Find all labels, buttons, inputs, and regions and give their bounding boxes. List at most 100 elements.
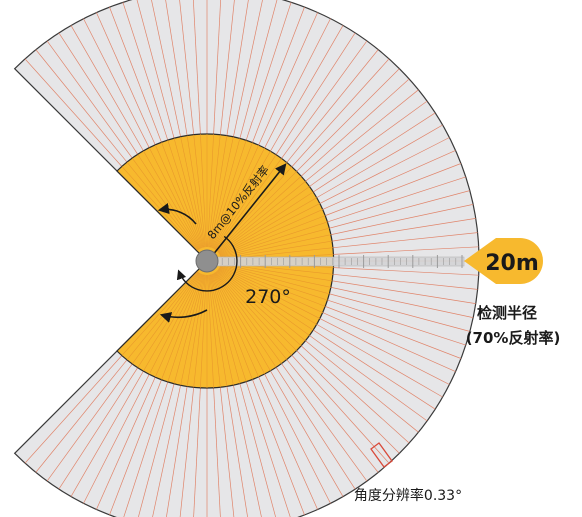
- scan-ray: [180, 274, 205, 386]
- scan-ray: [58, 367, 139, 490]
- scan-ray: [214, 272, 282, 364]
- scan-ray: [217, 269, 306, 342]
- scan-ray: [309, 100, 428, 187]
- scan-ray: [258, 12, 318, 146]
- scan-ray: [220, 234, 332, 259]
- scan-ray: [333, 232, 478, 249]
- scan-ray: [24, 58, 123, 167]
- scan-ray: [123, 381, 169, 517]
- scan-angle-label: 270°: [245, 286, 291, 308]
- scan-ray: [136, 0, 175, 139]
- scan-ray: [216, 270, 298, 352]
- scan-ray: [331, 287, 474, 318]
- scan-ray: [166, 386, 188, 517]
- scan-ray: [35, 49, 128, 163]
- scan-ray: [213, 273, 265, 375]
- scan-ray: [208, 134, 221, 248]
- scan-ray: [180, 136, 205, 248]
- scan-ray: [58, 32, 139, 155]
- scan-ray: [213, 387, 221, 517]
- scan-ray: [211, 142, 253, 249]
- scan-ray: [264, 374, 331, 504]
- scan-ray: [219, 215, 326, 257]
- scan-ray: [329, 293, 470, 332]
- scan-ray: [46, 363, 133, 482]
- scan-ray: [296, 350, 400, 454]
- range-badge: 20m: [464, 238, 543, 284]
- scan-ray: [186, 274, 206, 387]
- scan-ray: [209, 274, 234, 386]
- scan-ray: [193, 274, 206, 388]
- scan-ray: [301, 78, 410, 177]
- scan-ray: [46, 40, 133, 159]
- scan-ray: [149, 147, 201, 249]
- scan-ray: [219, 209, 324, 256]
- scan-ray: [327, 176, 466, 223]
- scan-ray: [226, 386, 248, 517]
- scan-ray: [333, 246, 479, 255]
- scan-ray: [70, 25, 144, 152]
- scan-ray: [213, 272, 271, 372]
- scan-ray: [121, 271, 198, 356]
- scan-ray: [245, 2, 292, 141]
- scan-ray: [218, 267, 318, 325]
- lidar-sensor: [195, 249, 219, 273]
- scan-ray: [275, 367, 356, 490]
- scan-ray: [193, 0, 201, 135]
- angular-resolution-marker: [370, 442, 393, 468]
- scan-ray: [327, 299, 466, 346]
- scan-ray: [122, 2, 169, 141]
- scan-ray: [239, 0, 278, 139]
- scan-ray: [218, 191, 314, 254]
- scan-ray: [331, 204, 474, 235]
- scan-ray: [220, 227, 330, 258]
- outer-scan-rays: [24, 0, 479, 517]
- scan-ray: [137, 154, 200, 250]
- scan-ray: [213, 150, 271, 250]
- scan-ray: [179, 0, 195, 135]
- scan-ray: [220, 264, 330, 295]
- scan-ray: [264, 18, 331, 148]
- scan-ray: [200, 274, 207, 388]
- scan-ray: [275, 32, 356, 155]
- scan-ray: [155, 144, 202, 249]
- scan-ray: [291, 355, 390, 464]
- scan-ray: [161, 142, 203, 249]
- scan-ray: [217, 180, 306, 253]
- scan-ray: [173, 138, 204, 248]
- scan-ray: [316, 124, 443, 198]
- scan-ray: [155, 273, 202, 378]
- scan-ray: [218, 268, 314, 331]
- scan-ray: [270, 25, 344, 152]
- scan-ray: [211, 140, 247, 248]
- scan-ray: [305, 340, 419, 433]
- scan-ray: [109, 6, 162, 143]
- scan-ray: [200, 134, 207, 248]
- scan-ray: [218, 197, 318, 255]
- scan-ray: [322, 312, 456, 372]
- inner-range-end-arrow: [159, 309, 208, 323]
- scan-ray: [325, 306, 462, 359]
- scan-ray: [179, 387, 195, 517]
- scan-ray: [212, 144, 259, 249]
- scan-ray: [281, 363, 368, 482]
- scan-ray: [245, 381, 291, 517]
- scan-ray: [252, 6, 305, 143]
- scan-ray: [214, 158, 282, 250]
- scan-ray: [218, 268, 310, 336]
- range-caption-line1: 检测半径: [477, 304, 537, 322]
- scan-ray: [313, 112, 436, 193]
- scan-ray: [215, 271, 288, 360]
- scan-ray: [301, 345, 410, 444]
- scan-ray: [219, 203, 321, 255]
- scan-ray: [208, 135, 228, 248]
- scan-ray: [239, 383, 276, 517]
- scan-ray: [316, 324, 443, 398]
- scan-ray: [167, 140, 203, 248]
- scan-ray: [207, 134, 214, 248]
- scan-ray: [333, 273, 478, 290]
- scan-ray: [173, 274, 204, 384]
- scan-ray: [161, 273, 203, 380]
- scan-ray: [217, 175, 302, 252]
